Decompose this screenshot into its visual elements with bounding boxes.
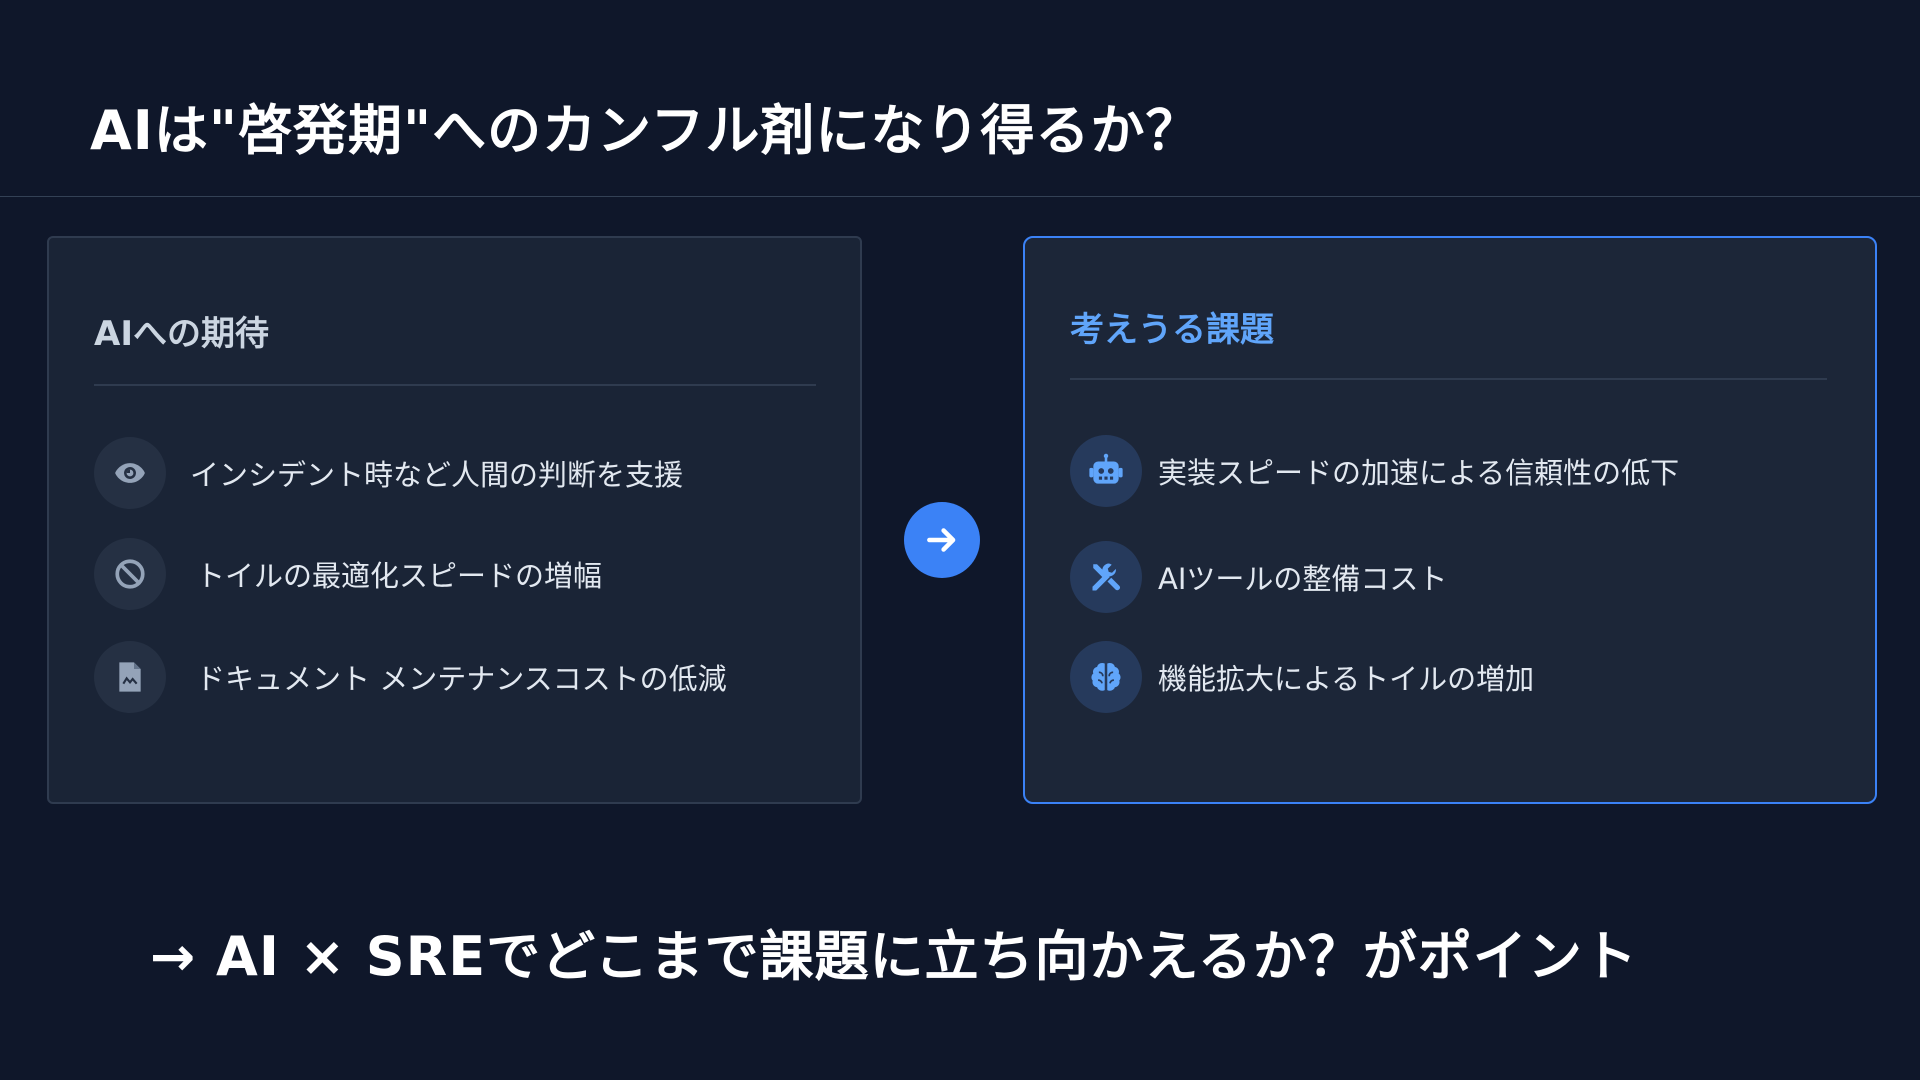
slide-title: AIは"啓発期"へのカンフル剤になり得るか？ bbox=[90, 99, 1201, 162]
brain-icon bbox=[1070, 641, 1142, 713]
document-icon bbox=[94, 641, 166, 713]
robot-icon bbox=[1070, 435, 1142, 507]
tools-icon bbox=[1070, 541, 1142, 613]
arrow-right-icon bbox=[904, 502, 980, 578]
list-item-text: 実装スピードの加速による信頼性の低下 bbox=[1158, 456, 1680, 490]
list-item-text: 機能拡大によるトイルの増加 bbox=[1158, 662, 1535, 696]
challenges-card: 考えうる課題 実装スピードの加速による信頼性の低下 bbox=[1023, 236, 1877, 804]
ban-icon bbox=[94, 538, 166, 610]
expectations-heading: AIへの期待 bbox=[94, 314, 269, 354]
list-item-text: AIツールの整備コスト bbox=[1158, 562, 1448, 596]
list-item: インシデント時など人間の判断を支援 bbox=[94, 437, 683, 509]
list-item: 実装スピードの加速による信頼性の低下 bbox=[1070, 435, 1679, 507]
list-item: 機能拡大によるトイルの増加 bbox=[1070, 641, 1534, 713]
list-item: AIツールの整備コスト bbox=[1070, 541, 1447, 613]
challenges-heading: 考えうる課題 bbox=[1070, 310, 1274, 350]
title-divider bbox=[0, 196, 1920, 197]
eye-icon bbox=[94, 437, 166, 509]
expectations-divider bbox=[94, 384, 816, 386]
list-item: トイルの最適化スピードの増幅 bbox=[94, 538, 602, 610]
list-item-text: インシデント時など人間の判断を支援 bbox=[190, 458, 684, 492]
conclusion-text: → AI × SREでどこまで課題に立ち向かえるか？がポイント bbox=[150, 925, 1638, 988]
expectations-card: AIへの期待 インシデント時など人間の判断を支援 トイルの最適化スピード bbox=[47, 236, 862, 804]
list-item-text: ドキュメント メンテナンスコストの低減 bbox=[196, 662, 727, 696]
list-item: ドキュメント メンテナンスコストの低減 bbox=[94, 641, 727, 713]
list-item-text: トイルの最適化スピードの増幅 bbox=[196, 559, 603, 593]
challenges-divider bbox=[1070, 378, 1827, 380]
